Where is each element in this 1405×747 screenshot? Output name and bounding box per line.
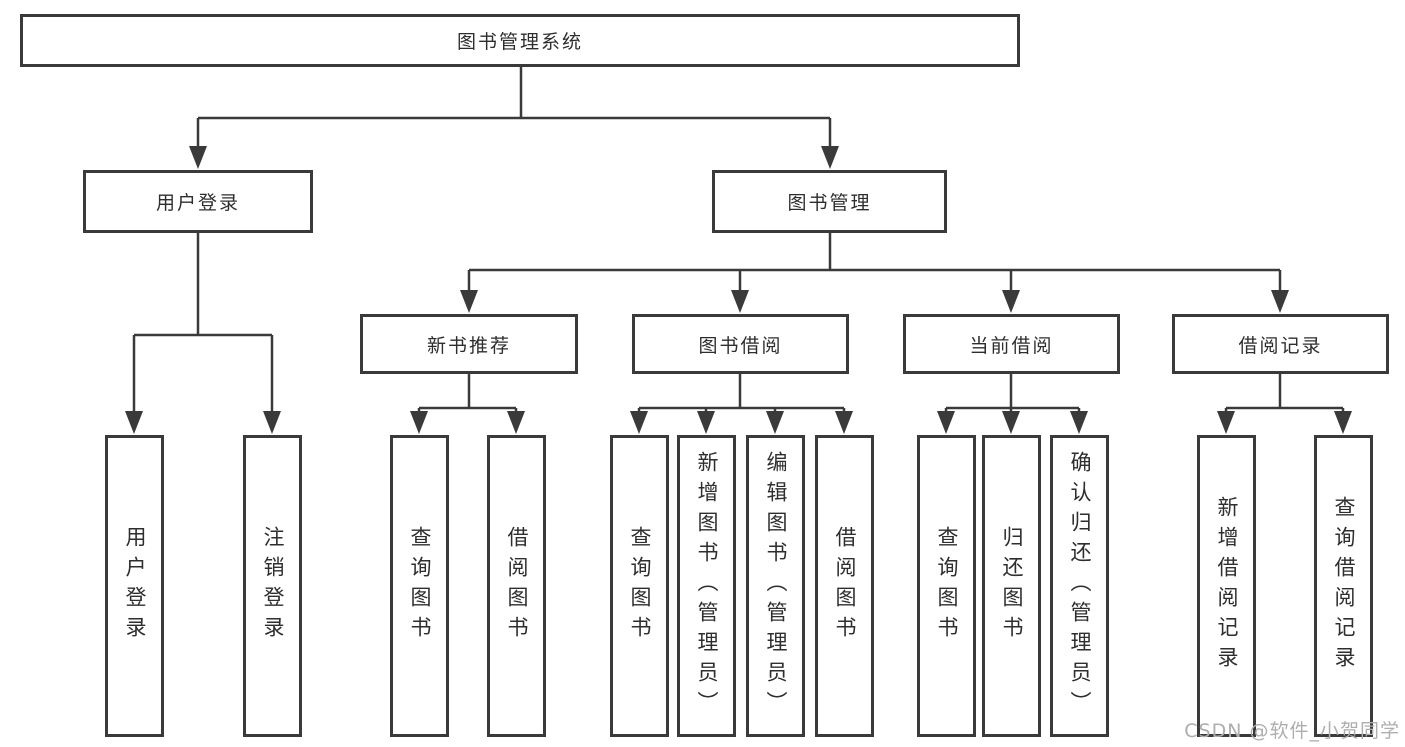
node-leaf-cb-confirm-return-admin: 确认归还（管理员）: [1050, 435, 1109, 737]
node-leaf-bb-add-books-admin-label: 新增图书（管理员）: [695, 451, 720, 721]
node-leaf-br-add-record-label: 新增借阅记录: [1215, 496, 1240, 676]
node-leaf-nb-borrow-books-label: 借阅图书: [505, 526, 530, 646]
csdn-watermark: CSDN @软件_小贺同学: [1184, 720, 1400, 742]
node-leaf-cb-return-books-label: 归还图书: [1000, 526, 1025, 646]
node-leaf-bb-edit-books-admin-label: 编辑图书（管理员）: [764, 451, 789, 721]
node-leaf-bb-query-books: 查询图书: [610, 435, 669, 737]
node-borrow-records: 借阅记录: [1172, 314, 1389, 374]
node-book-management: 图书管理: [712, 170, 947, 233]
node-leaf-bb-borrow-books: 借阅图书: [815, 435, 874, 737]
node-user-login: 用户登录: [83, 170, 313, 233]
node-leaf-bb-edit-books-admin: 编辑图书（管理员）: [746, 435, 805, 737]
node-leaf-br-add-record: 新增借阅记录: [1197, 435, 1256, 737]
node-new-book-recommend-label: 新书推荐: [426, 334, 511, 357]
node-leaf-bb-borrow-books-label: 借阅图书: [833, 526, 858, 646]
node-book-borrow: 图书借阅: [632, 314, 849, 374]
node-leaf-nb-query-books-label: 查询图书: [408, 526, 433, 646]
node-leaf-cb-query-books: 查询图书: [917, 435, 976, 737]
node-leaf-user-login-label: 用户登录: [123, 526, 148, 646]
node-leaf-bb-query-books-label: 查询图书: [628, 526, 653, 646]
node-leaf-cb-confirm-return-admin-label: 确认归还（管理员）: [1068, 451, 1093, 721]
node-leaf-nb-query-books: 查询图书: [390, 435, 449, 737]
node-book-borrow-label: 图书借阅: [698, 334, 783, 357]
node-leaf-logout-label: 注销登录: [261, 526, 286, 646]
node-leaf-br-query-record-label: 查询借阅记录: [1332, 496, 1357, 676]
node-book-management-label: 图书管理: [787, 192, 872, 214]
node-leaf-logout: 注销登录: [243, 435, 302, 737]
node-user-login-label: 用户登录: [155, 192, 240, 214]
node-leaf-br-query-record: 查询借阅记录: [1314, 435, 1373, 737]
node-root: 图书管理系统: [20, 14, 1020, 67]
node-leaf-nb-borrow-books: 借阅图书: [487, 435, 546, 737]
arrowheads: [125, 146, 1352, 434]
node-leaf-cb-query-books-label: 查询图书: [935, 526, 960, 646]
node-borrow-records-label: 借阅记录: [1238, 334, 1323, 357]
node-leaf-bb-add-books-admin: 新增图书（管理员）: [677, 435, 736, 737]
node-current-borrow-label: 当前借阅: [969, 334, 1054, 357]
node-root-label: 图书管理系统: [456, 31, 583, 53]
node-leaf-user-login: 用户登录: [105, 435, 164, 737]
node-leaf-cb-return-books: 归还图书: [982, 435, 1041, 737]
node-new-book-recommend: 新书推荐: [360, 314, 578, 374]
node-current-borrow: 当前借阅: [903, 314, 1120, 374]
